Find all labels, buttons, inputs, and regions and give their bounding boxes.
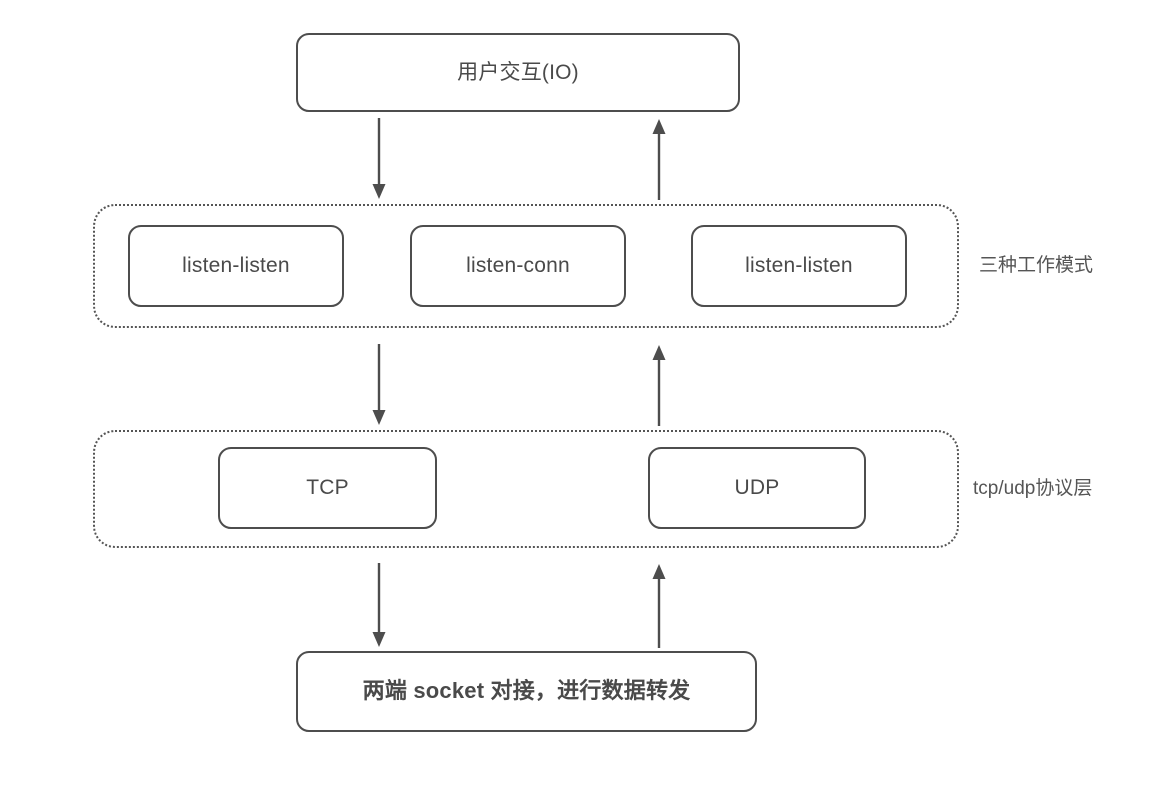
arrow-socket-to-protocol-up [648,563,670,648]
arrow-protocol-to-modes-up [648,344,670,426]
node-label: 两端 socket 对接，进行数据转发 [362,678,691,704]
node-label: listen-conn [466,254,570,278]
group-protocol-layer [93,430,959,548]
node-label: listen-listen [745,254,853,278]
arrow-protocol-to-socket-down [368,563,390,648]
arrow-io-to-modes-down [368,118,390,200]
node-listen-listen-2[interactable]: listen-listen [691,225,907,307]
arrow-modes-to-io-up [648,118,670,200]
group-work-modes [93,204,959,328]
node-label: 用户交互(IO) [457,60,579,84]
node-tcp[interactable]: TCP [218,447,437,529]
node-listen-listen-1[interactable]: listen-listen [128,225,344,307]
node-listen-conn[interactable]: listen-conn [410,225,626,307]
node-label: UDP [734,476,780,500]
node-label: listen-listen [182,254,290,278]
node-label: TCP [306,476,349,500]
node-udp[interactable]: UDP [648,447,866,529]
group-label-work-modes: 三种工作模式 [979,255,1094,276]
group-label-protocol-layer: tcp/udp协议层 [973,478,1093,499]
arrow-modes-to-protocol-down [368,344,390,426]
node-user-interaction[interactable]: 用户交互(IO) [296,33,740,112]
node-socket-forwarding[interactable]: 两端 socket 对接，进行数据转发 [296,651,757,732]
